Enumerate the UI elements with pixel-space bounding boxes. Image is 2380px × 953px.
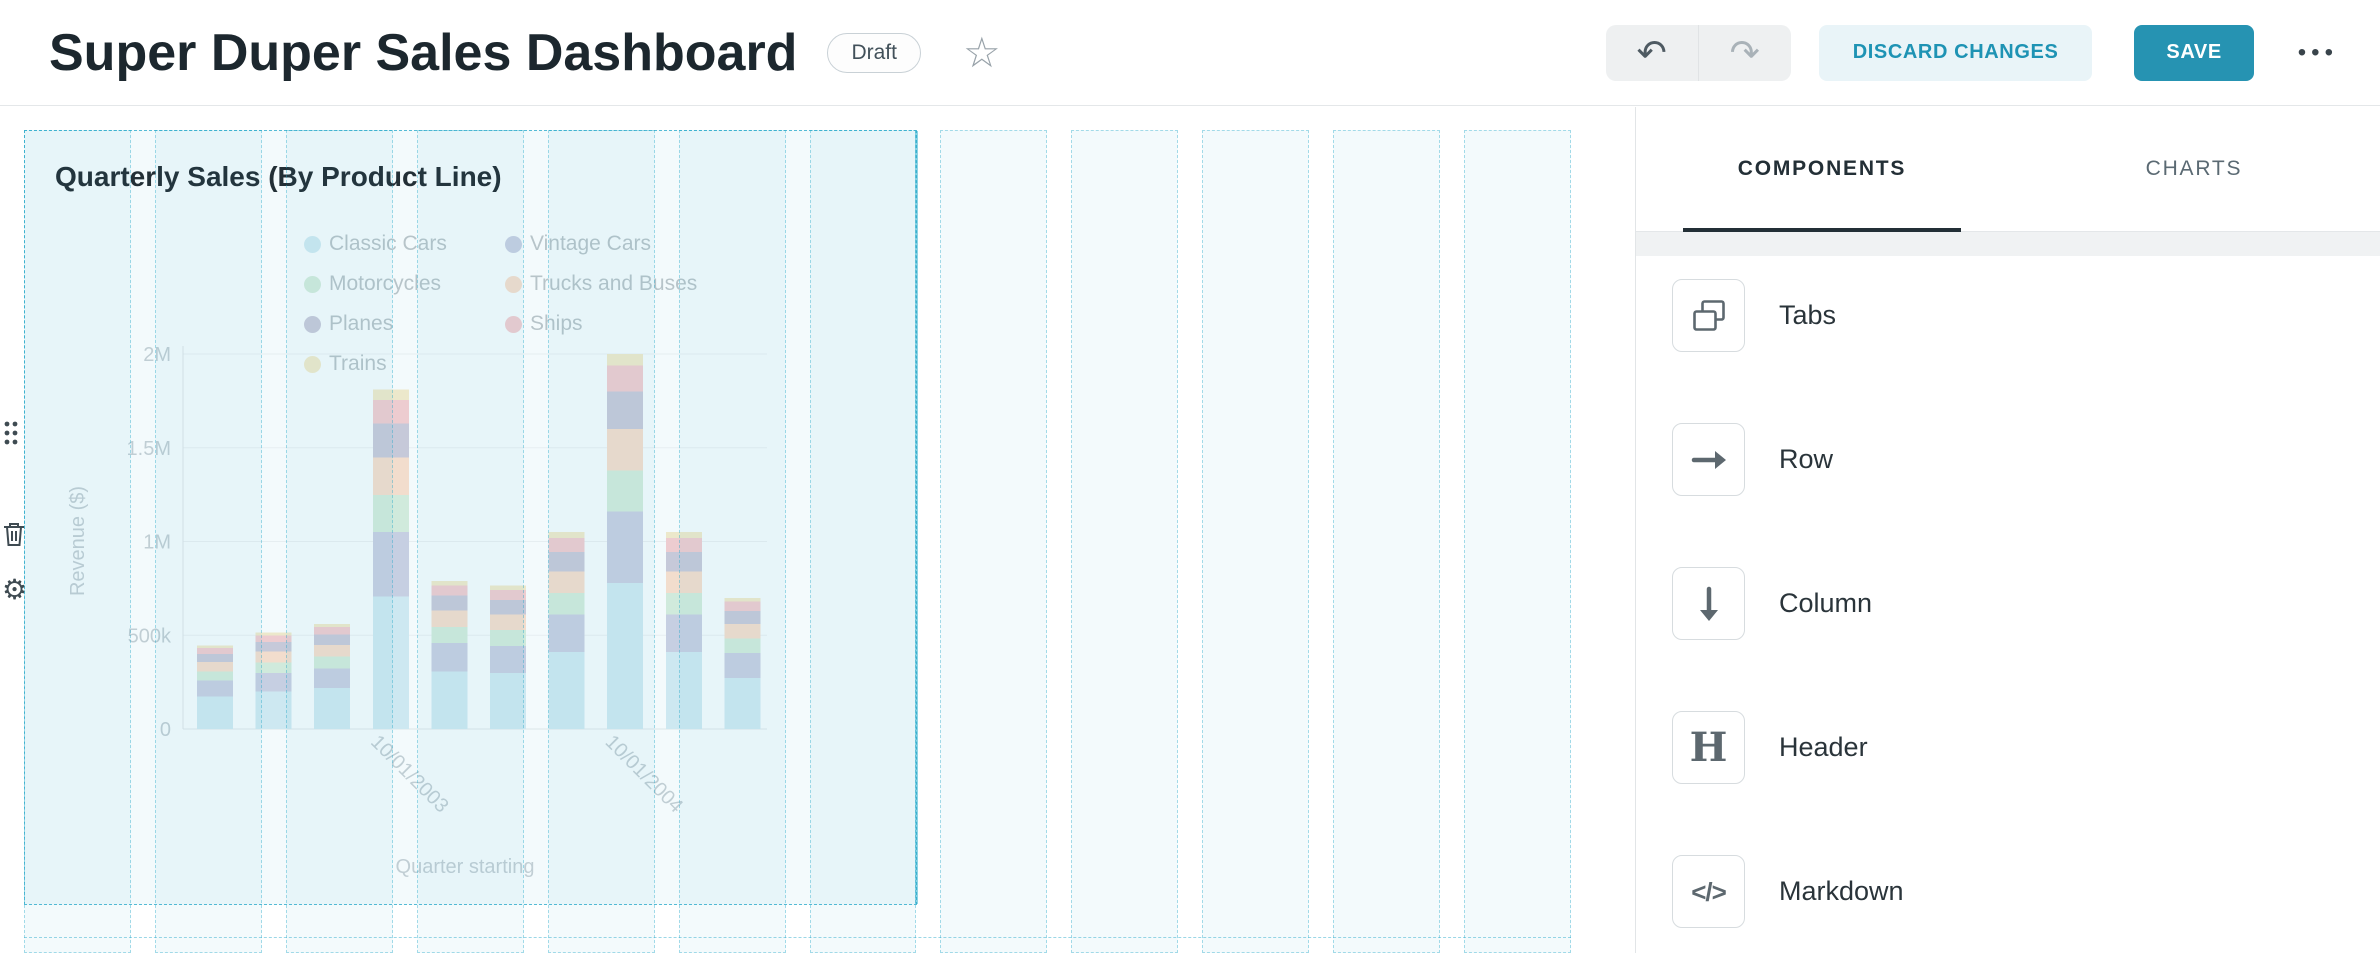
resize-handle[interactable] (915, 131, 918, 904)
component-card-row[interactable]: Row (1672, 423, 2380, 496)
legend-item[interactable]: Planes (304, 304, 505, 344)
grid-column-guide (940, 130, 1048, 953)
legend-label: Planes (329, 312, 394, 335)
component-card-header[interactable]: H Header (1672, 711, 2380, 784)
tab-charts-label: CHARTS (2145, 157, 2243, 180)
header-icon: H (1672, 711, 1745, 784)
discard-changes-button[interactable]: DISCARD CHANGES (1818, 24, 2093, 81)
header-icon-glyph: H (1689, 723, 1728, 771)
legend-dot (304, 315, 321, 333)
undo-redo-group: ↶ ↷ (1605, 24, 1791, 81)
panel-subheader (1636, 232, 2380, 256)
grid-column-guide (1071, 130, 1179, 953)
svg-text:10/01/2003: 10/01/2003 (366, 731, 452, 817)
legend-dot (304, 235, 321, 253)
redo-icon: ↷ (1729, 31, 1760, 73)
arrow-right-icon (1672, 423, 1745, 496)
chart-card[interactable]: Quarterly Sales (By Product Line) 0 500k 1… (24, 130, 918, 906)
markdown-icon-glyph: </> (1691, 876, 1727, 907)
component-label: Row (1779, 444, 1834, 474)
tab-charts[interactable]: CHARTS (2008, 107, 2380, 231)
undo-icon: ↶ (1636, 31, 1667, 73)
undo-button[interactable]: ↶ (1606, 25, 1698, 81)
component-card-tabs[interactable]: Tabs (1672, 279, 2380, 352)
svg-text:1M: 1M (143, 532, 171, 554)
gear-icon[interactable]: ⚙ (2, 574, 28, 605)
legend-label: Trains (329, 352, 387, 375)
chart-title: Quarterly Sales (By Product Line) (55, 161, 502, 192)
builder-tabs: COMPONENTS CHARTS (1636, 107, 2380, 232)
grid-column-guide (1202, 130, 1310, 953)
sales-chart-svg: 0 500k 1M 1.5M 2M 10/01/2003 10/01/2004 Revenue… (67, 344, 767, 878)
legend-dot (505, 235, 522, 253)
component-card-column[interactable]: Column (1672, 567, 2380, 640)
grid-column-guide (1464, 130, 1572, 953)
legend-item[interactable]: Motorcycles (304, 264, 505, 304)
svg-text:0: 0 (160, 719, 171, 741)
svg-text:2M: 2M (143, 344, 171, 366)
legend-label: Vintage Cars (530, 232, 652, 255)
chart-hover-controls: ⚙ (2, 420, 28, 604)
grid-column-guide (1333, 130, 1441, 953)
status-badge: Draft (827, 32, 921, 73)
tab-components[interactable]: COMPONENTS (1636, 107, 2008, 231)
tabs-icon (1672, 279, 1745, 352)
favorite-star-icon[interactable]: ☆ (962, 28, 1001, 76)
svg-text:Quarter starting: Quarter starting (396, 856, 535, 878)
legend-dot (505, 275, 522, 293)
svg-text:1.5M: 1.5M (127, 438, 171, 460)
more-options-icon[interactable]: ••• (2297, 38, 2338, 66)
legend-item[interactable]: Vintage Cars (505, 224, 697, 264)
trash-icon[interactable] (2, 520, 26, 548)
dashboard-title[interactable]: Super Duper Sales Dashboard (49, 23, 798, 82)
legend-item[interactable]: Trains (304, 344, 505, 384)
header-bar: Super Duper Sales Dashboard Draft ☆ ↶ ↷ … (0, 0, 2380, 106)
legend-dot (304, 275, 321, 293)
svg-text:Revenue ($): Revenue ($) (67, 486, 89, 596)
markdown-icon: </> (1672, 855, 1745, 928)
svg-text:10/01/2004: 10/01/2004 (601, 731, 687, 817)
arrow-down-icon (1672, 567, 1745, 640)
component-label: Column (1779, 588, 1873, 618)
legend-label: Motorcycles (329, 272, 442, 295)
drag-handle-icon[interactable] (2, 420, 22, 446)
component-label: Tabs (1779, 300, 1837, 330)
component-label: Header (1779, 732, 1868, 762)
legend-label: Ships (530, 312, 583, 335)
legend-item[interactable]: Classic Cars (304, 224, 505, 264)
legend-dot (505, 315, 522, 333)
legend-dot (304, 355, 321, 373)
redo-button[interactable]: ↷ (1697, 24, 1791, 81)
save-button[interactable]: SAVE (2134, 24, 2254, 81)
dashboard-canvas: Quarterly Sales (By Product Line) 0 500k 1… (0, 107, 1635, 953)
legend-label: Classic Cars (329, 232, 447, 255)
tab-components-label: COMPONENTS (1737, 157, 1907, 180)
chart-body: 0 500k 1M 1.5M 2M 10/01/2003 10/01/2004 Revenue… (25, 131, 918, 906)
component-label: Markdown (1779, 876, 1904, 906)
legend-item[interactable]: Ships (505, 304, 697, 344)
component-card-markdown[interactable]: </> Markdown (1672, 855, 2380, 928)
svg-text:500k: 500k (128, 625, 172, 647)
legend-item[interactable]: Trucks and Buses (505, 264, 697, 304)
row-divider (24, 937, 1571, 938)
legend-label: Trucks and Buses (530, 272, 698, 295)
